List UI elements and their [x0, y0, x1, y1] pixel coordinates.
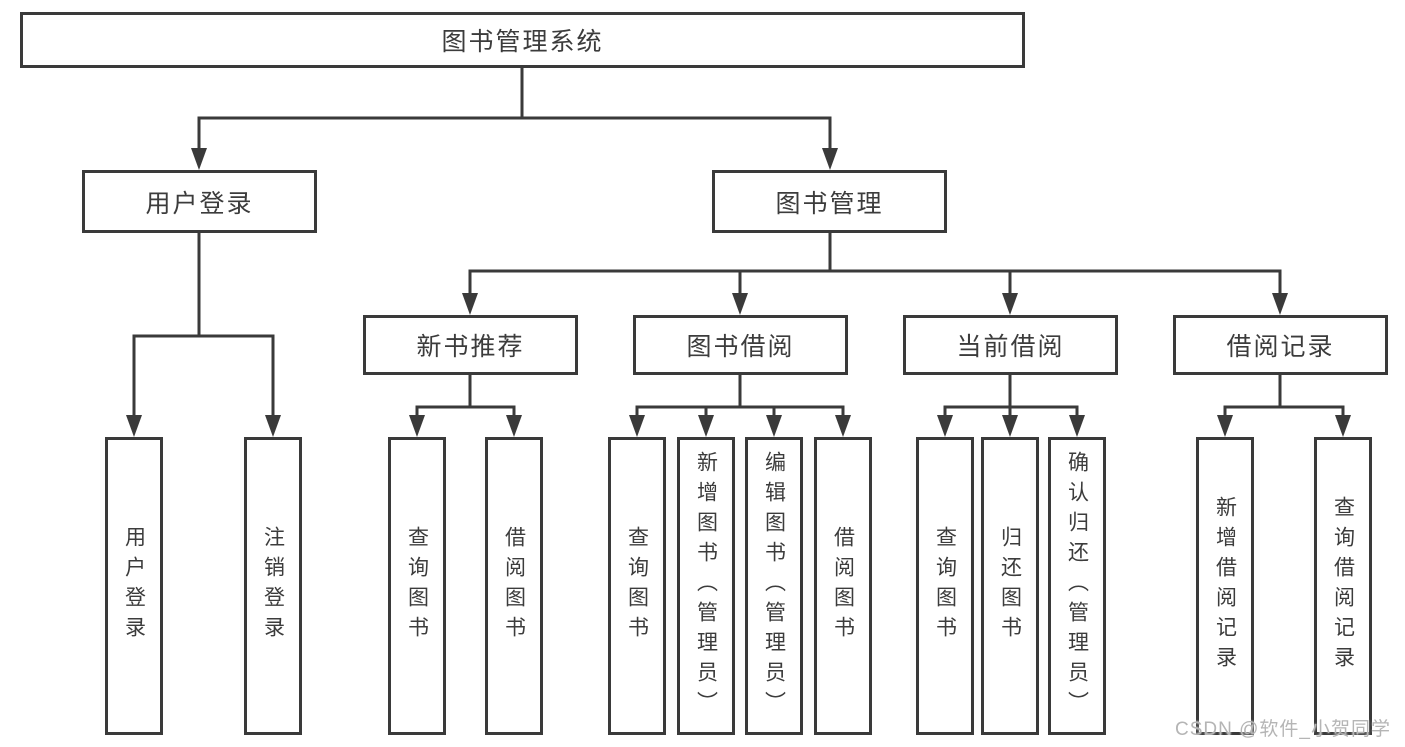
leaf-edit-books-admin: 编辑图书（管理员）	[745, 437, 803, 735]
leaf-borrow-books-1-label: 借阅图书	[502, 526, 526, 646]
leaf-return-books: 归还图书	[981, 437, 1039, 735]
node-borrowing-records: 借阅记录	[1173, 315, 1388, 375]
node-book-management: 图书管理	[712, 170, 947, 233]
leaf-user-login: 用户登录	[105, 437, 163, 735]
leaf-add-books-admin: 新增图书（管理员）	[677, 437, 735, 735]
leaf-query-books-3-label: 查询图书	[933, 526, 957, 646]
leaf-query-books-3: 查询图书	[916, 437, 974, 735]
leaf-borrow-books-2: 借阅图书	[814, 437, 872, 735]
leaf-query-books-1-label: 查询图书	[405, 526, 429, 646]
leaf-confirm-return-admin-label: 确认归还（管理员）	[1065, 451, 1089, 721]
leaf-borrow-books-2-label: 借阅图书	[831, 526, 855, 646]
leaf-logout-label: 注销登录	[261, 526, 285, 646]
leaf-add-borrow-record: 新增借阅记录	[1196, 437, 1254, 735]
leaf-borrow-books-1: 借阅图书	[485, 437, 543, 735]
node-user-login: 用户登录	[82, 170, 317, 233]
leaf-edit-books-admin-label: 编辑图书（管理员）	[762, 451, 786, 721]
leaf-query-borrow-record-label: 查询借阅记录	[1331, 496, 1355, 676]
node-book-borrowing: 图书借阅	[633, 315, 848, 375]
leaf-query-books-2: 查询图书	[608, 437, 666, 735]
leaf-logout: 注销登录	[244, 437, 302, 735]
leaf-add-books-admin-label: 新增图书（管理员）	[694, 451, 718, 721]
watermark: CSDN @软件_小贺同学	[1175, 719, 1391, 740]
leaf-return-books-label: 归还图书	[998, 526, 1022, 646]
leaf-query-books-2-label: 查询图书	[625, 526, 649, 646]
leaf-query-books-1: 查询图书	[388, 437, 446, 735]
node-library-management-system: 图书管理系统	[20, 12, 1025, 68]
leaf-add-borrow-record-label: 新增借阅记录	[1213, 496, 1237, 676]
leaf-confirm-return-admin: 确认归还（管理员）	[1048, 437, 1106, 735]
node-new-book-recommendation: 新书推荐	[363, 315, 578, 375]
node-current-borrowing: 当前借阅	[903, 315, 1118, 375]
leaf-query-borrow-record: 查询借阅记录	[1314, 437, 1372, 735]
leaf-user-login-label: 用户登录	[122, 526, 146, 646]
